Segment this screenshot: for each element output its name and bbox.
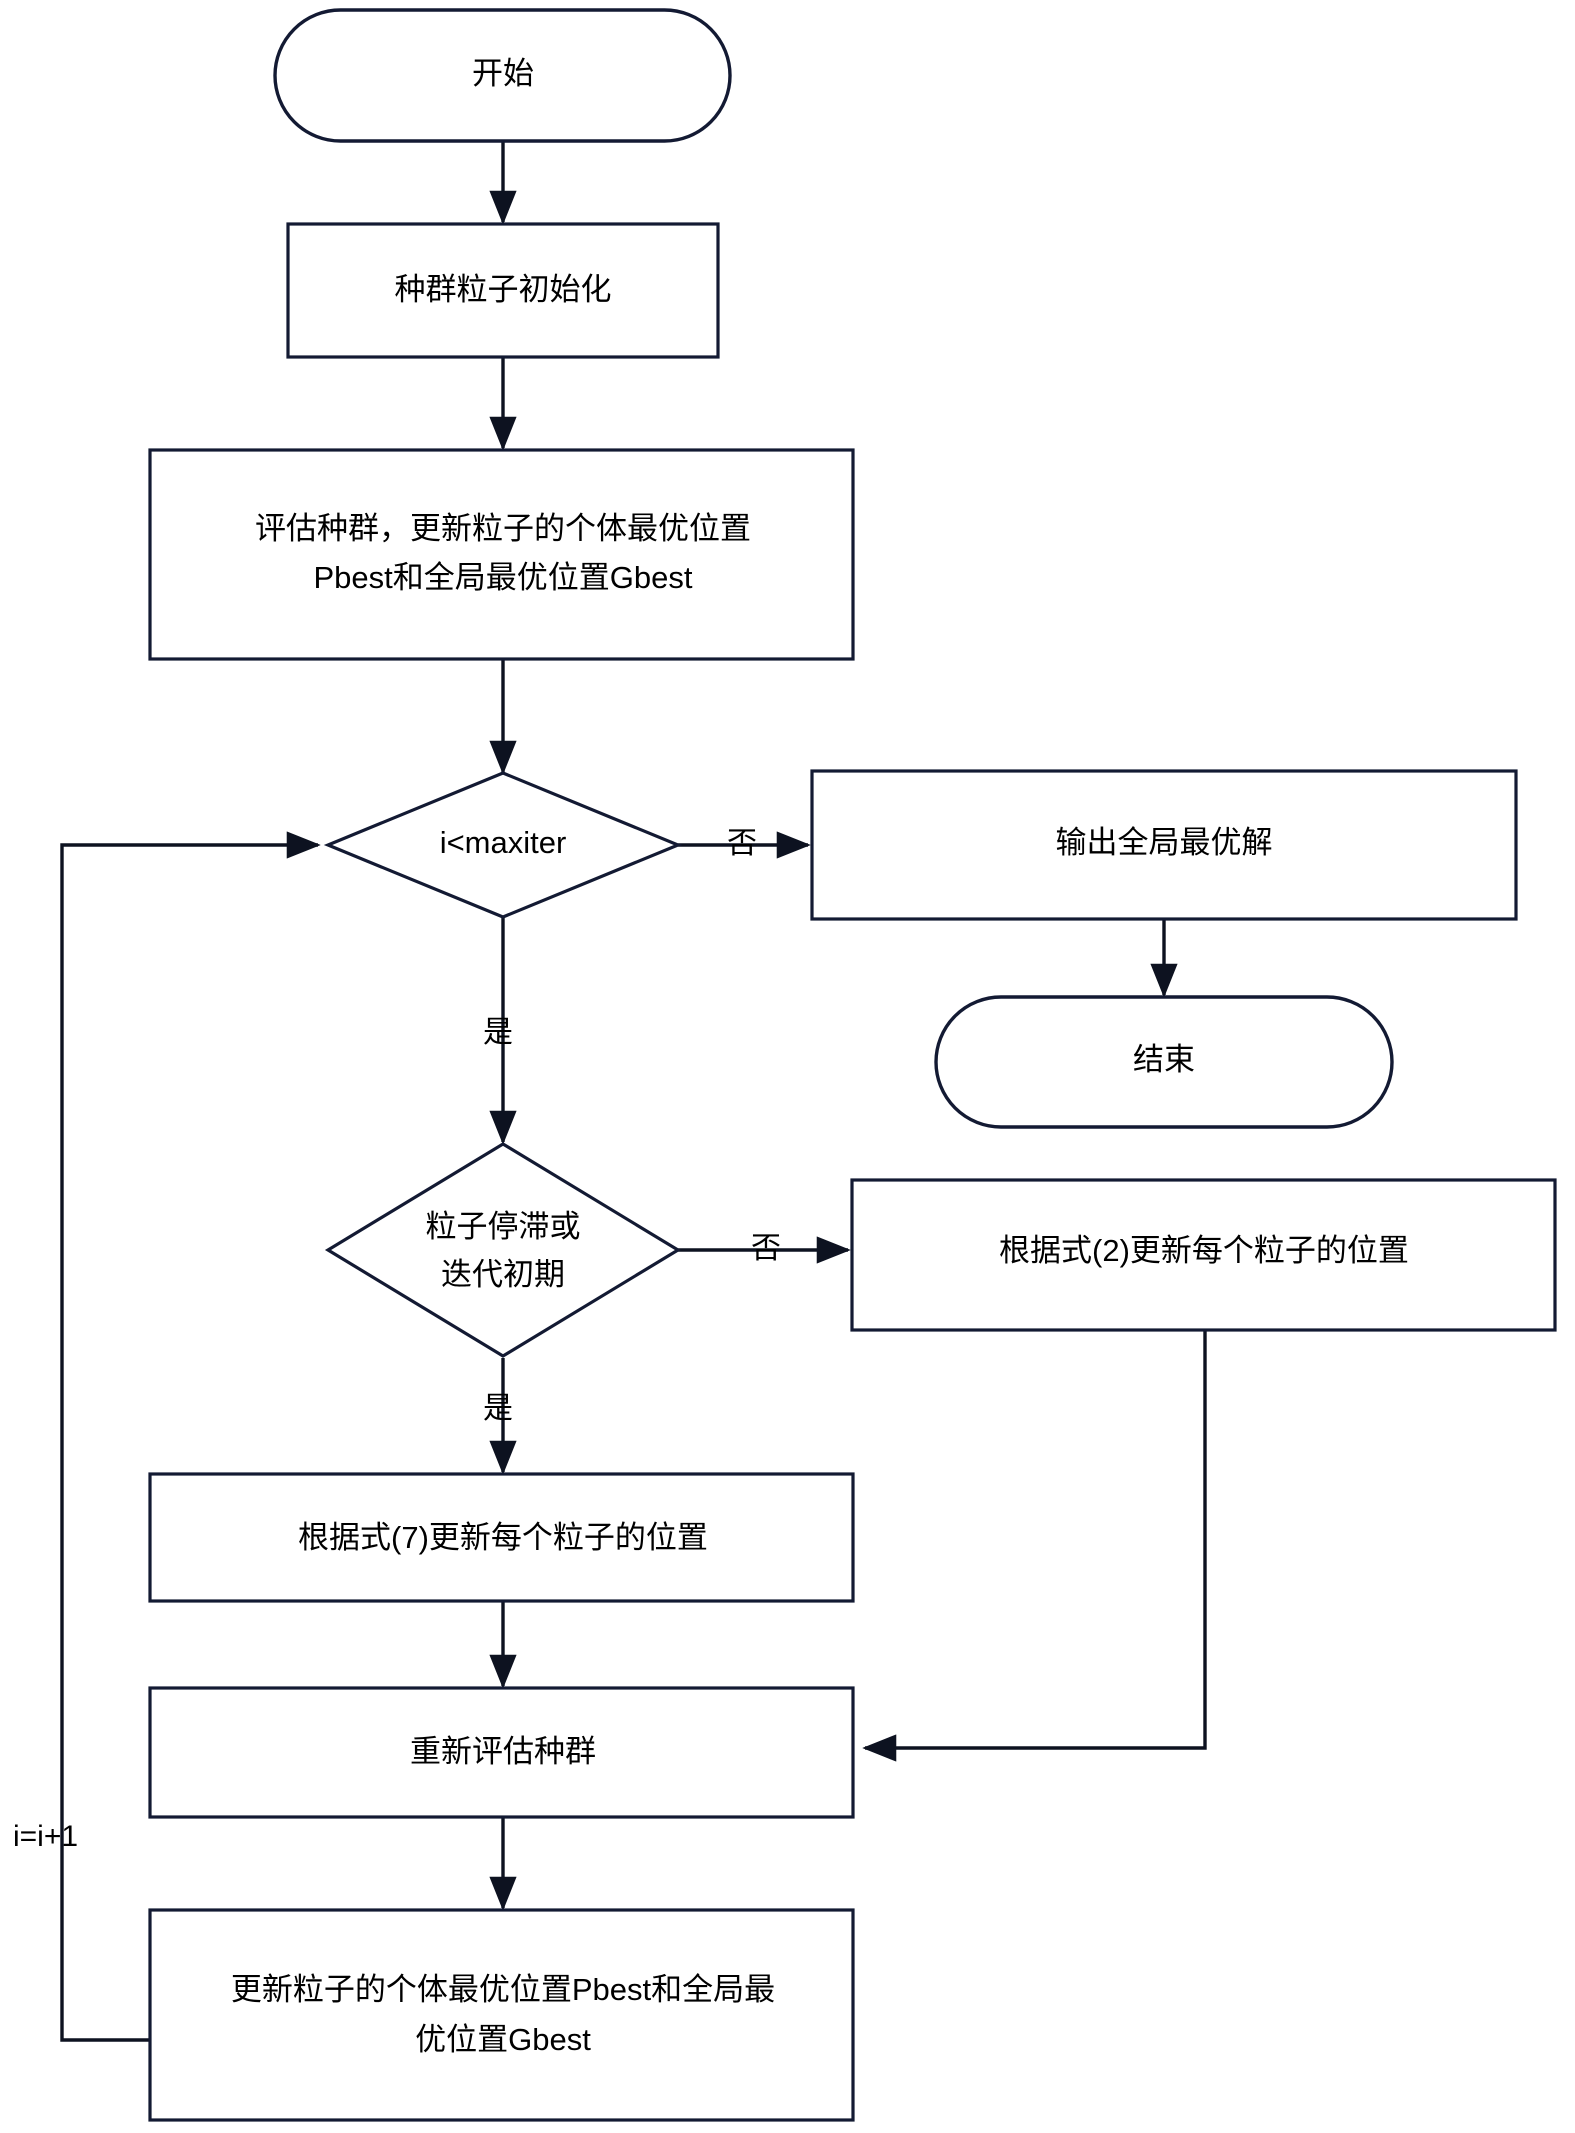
reevaluate-label: 重新评估种群 — [410, 1734, 596, 1769]
reevaluate-shape — [148, 1686, 855, 1819]
node-evaluate[interactable]: 评估种群，更新粒子的个体最优位置 Pbest和全局最优位置Gbest — [148, 448, 855, 661]
node-cond-maxiter[interactable]: i<maxiter — [323, 771, 683, 919]
evaluate-label-line2: Pbest和全局最优位置Gbest — [314, 560, 693, 595]
update-best-shape — [148, 1908, 855, 2122]
node-end[interactable]: 结束 — [934, 995, 1394, 1129]
update-best-label-line1: 更新粒子的个体最优位置Pbest和全局最 — [231, 1972, 775, 2007]
update-eq2-shape — [850, 1178, 1557, 1332]
node-cond-stagnate[interactable]: 粒子停滞或 迭代初期 — [324, 1142, 682, 1358]
node-reevaluate[interactable]: 重新评估种群 — [148, 1686, 855, 1819]
edge-labels: 否 是 否 是 i=i+1 — [13, 827, 781, 1853]
edge-label-loop-increment: i=i+1 — [13, 1820, 78, 1853]
node-update-eq2[interactable]: 根据式(2)更新每个粒子的位置 — [850, 1178, 1557, 1332]
cond-maxiter-label: i<maxiter — [440, 825, 567, 860]
connectors — [60, 141, 1207, 2042]
end-label: 结束 — [1133, 1042, 1195, 1077]
output-best-label: 输出全局最优解 — [1056, 825, 1273, 860]
init-label: 种群粒子初始化 — [395, 272, 612, 307]
node-start[interactable]: 开始 — [273, 8, 732, 143]
edge-label-maxiter-no: 否 — [727, 827, 757, 860]
edge-label-stagnate-yes: 是 — [483, 1392, 513, 1425]
cond-stagnate-label-line1: 粒子停滞或 — [426, 1209, 581, 1244]
update-eq7-shape — [148, 1472, 855, 1603]
node-output-best[interactable]: 输出全局最优解 — [810, 769, 1518, 921]
end-shape — [934, 995, 1394, 1129]
output-best-shape — [810, 769, 1518, 921]
evaluate-label-line1: 评估种群，更新粒子的个体最优位置 — [255, 511, 751, 546]
node-init[interactable]: 种群粒子初始化 — [286, 222, 720, 359]
node-update-eq7[interactable]: 根据式(7)更新每个粒子的位置 — [148, 1472, 855, 1603]
cond-stagnate-label-line2: 迭代初期 — [441, 1257, 565, 1292]
update-eq7-label: 根据式(7)更新每个粒子的位置 — [298, 1520, 708, 1555]
cond-stagnate-shape — [324, 1142, 682, 1358]
cond-maxiter-shape — [323, 771, 683, 919]
update-best-label-line2: 优位置Gbest — [415, 2022, 591, 2057]
start-label: 开始 — [472, 56, 534, 91]
connector-loop-back-to-maxiter — [60, 831, 321, 2042]
evaluate-shape — [148, 448, 855, 661]
start-shape — [273, 8, 732, 143]
edge-label-stagnate-no: 否 — [751, 1232, 781, 1265]
node-update-best[interactable]: 更新粒子的个体最优位置Pbest和全局最 优位置Gbest — [148, 1908, 855, 2122]
connector-eq2-to-reevaluate — [862, 1330, 1207, 1762]
edge-label-maxiter-yes: 是 — [483, 1016, 513, 1049]
init-shape — [286, 222, 720, 359]
update-eq2-label: 根据式(2)更新每个粒子的位置 — [999, 1233, 1409, 1268]
